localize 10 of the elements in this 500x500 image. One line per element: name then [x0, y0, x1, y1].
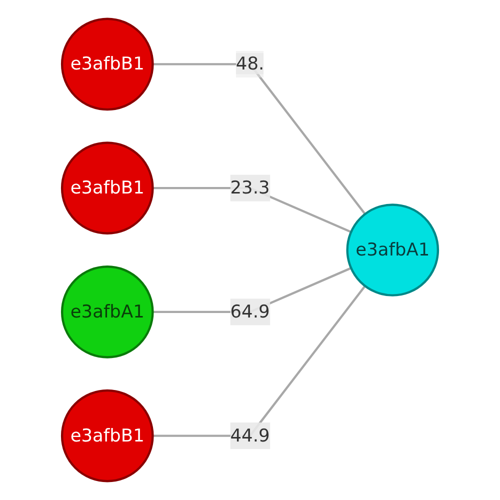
- circle-node: e3afbB1: [60, 389, 154, 482]
- circle-node: e3afbB1: [60, 18, 154, 111]
- edge-label: 64.9: [230, 298, 270, 326]
- circle-node: e3afbA1: [60, 266, 154, 358]
- connector-line: [152, 63, 366, 215]
- edge-label: 23.3: [230, 174, 270, 202]
- edge-label: 44.9: [230, 422, 270, 450]
- circle-node: e3afbB1: [60, 142, 154, 234]
- circle-node: e3afbA1: [346, 204, 440, 296]
- edge-label: 48.: [236, 53, 264, 74]
